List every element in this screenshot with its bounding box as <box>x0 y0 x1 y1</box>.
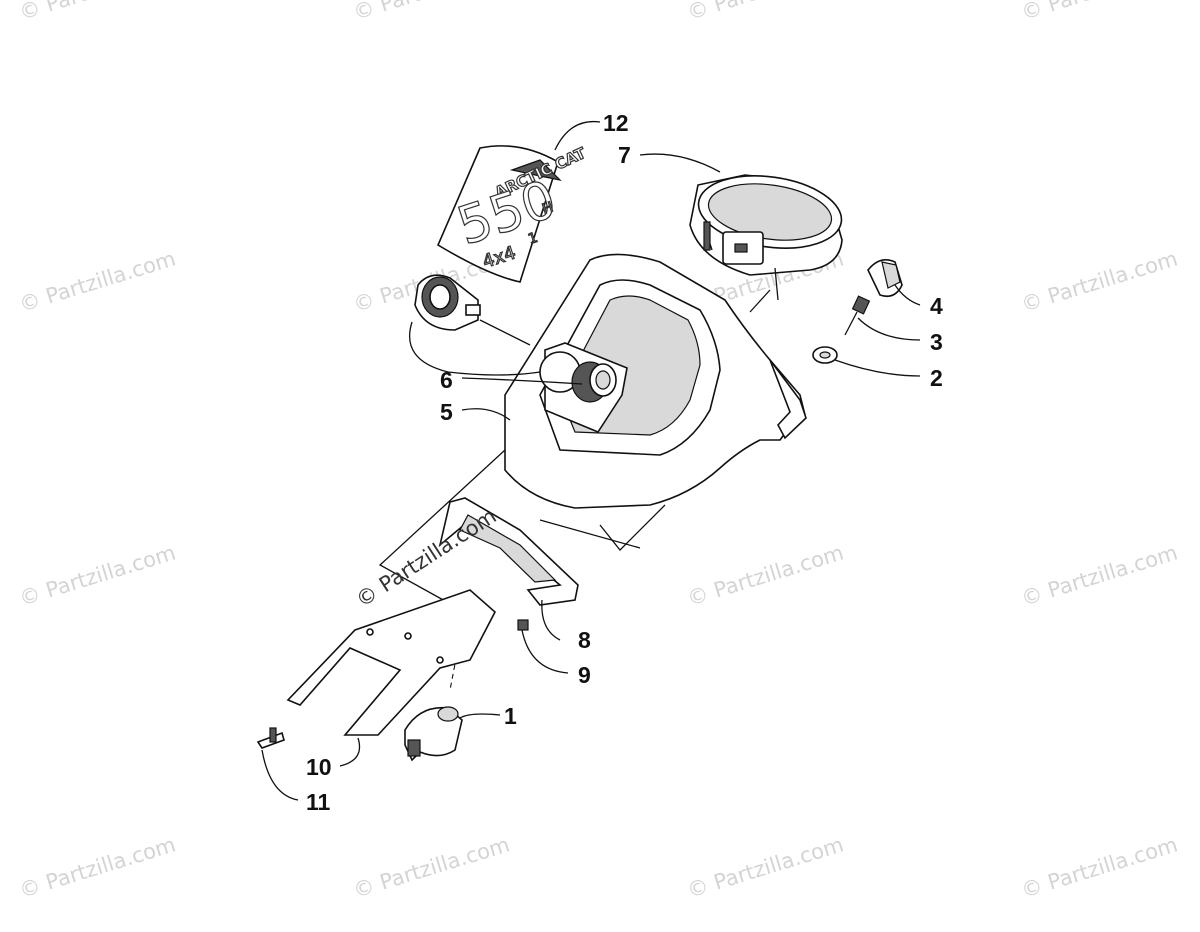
callout-12: 12 <box>603 110 629 136</box>
callout-4: 4 <box>930 293 943 319</box>
watermark: © Partzilla.com <box>350 832 512 902</box>
bezel-part <box>438 497 579 606</box>
watermark: © Partzilla.com <box>1018 540 1180 610</box>
grommet-part <box>517 619 529 631</box>
outlet-part <box>414 274 481 331</box>
watermark: © Partzilla.com <box>16 540 178 610</box>
callout-9: 9 <box>578 662 591 688</box>
callout-7: 7 <box>618 142 631 168</box>
callout-labels: 12 7 4 3 2 6 5 8 9 1 10 11 <box>306 110 943 815</box>
callout-6: 6 <box>440 367 453 393</box>
callout-2: 2 <box>930 365 943 391</box>
callout-1: 1 <box>504 703 517 729</box>
knob-part <box>571 361 617 403</box>
callout-8: 8 <box>578 627 591 653</box>
callout-11: 11 <box>306 789 331 815</box>
watermark: © Partzilla.com <box>16 832 178 902</box>
watermark-center: © Partzilla.com <box>352 504 501 612</box>
watermark: © Partzilla.com <box>684 540 846 610</box>
cat-logo-icon <box>509 159 562 181</box>
cap-part <box>867 259 903 298</box>
bracket-part <box>286 589 496 736</box>
callout-leaders <box>261 120 921 801</box>
watermark: © Partzilla.com <box>1018 246 1180 316</box>
washer-part <box>812 346 838 364</box>
watermark: © Partzilla.com <box>16 0 178 25</box>
watermark: © Partzilla.com <box>350 0 512 25</box>
watermark: © Partzilla.com <box>684 832 846 902</box>
callout-5: 5 <box>440 399 453 425</box>
gauge-part <box>689 174 843 301</box>
watermark: © Partzilla.com <box>684 0 846 25</box>
callout-3: 3 <box>930 329 943 355</box>
callout-10: 10 <box>306 754 332 780</box>
switch-part <box>404 706 463 762</box>
rivet-part <box>256 727 285 749</box>
key-part <box>844 295 871 336</box>
watermark: © Partzilla.com <box>1018 832 1180 902</box>
watermark: © Partzilla.com <box>16 246 178 316</box>
watermark: © Partzilla.com <box>1018 0 1180 25</box>
